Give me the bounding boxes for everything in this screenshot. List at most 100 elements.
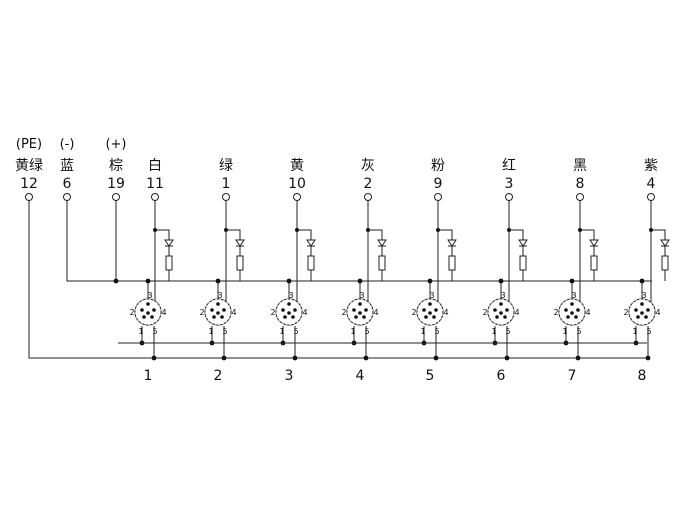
resistor-rect: [448, 255, 456, 271]
connector-pin-label: 5: [152, 327, 157, 336]
led-branch-wire: [297, 229, 312, 240]
terminal-color-label: 黄: [290, 157, 304, 174]
connector-pin-label: 4: [443, 308, 448, 317]
connector-pin-dot: [358, 302, 362, 306]
connector-pin-dot: [283, 315, 287, 319]
connector-pin-dot: [640, 302, 644, 306]
junction-dot: [292, 355, 298, 361]
terminal-circle: [293, 193, 301, 201]
terminal-circle: [222, 193, 230, 201]
connector-pin-label: 1: [491, 327, 496, 336]
connector-pin-label: 5: [364, 327, 369, 336]
resistor-rect: [590, 255, 598, 271]
connector-pin-dot: [293, 308, 297, 312]
connector-pin-dot: [216, 311, 220, 315]
connector-pin-label: 4: [161, 308, 166, 317]
connector-pin-label: 5: [505, 327, 510, 336]
junction-dot: [113, 278, 119, 284]
terminal-circle: [63, 193, 71, 201]
terminal-color-label: 粉: [431, 158, 445, 174]
junction-dot: [221, 355, 227, 361]
resistor-rect: [165, 255, 173, 271]
connector-pin-dot: [358, 311, 362, 315]
connector-pin-dot: [362, 315, 366, 319]
connector-pin-label: 3: [641, 291, 646, 300]
connector-pin-dot: [646, 308, 650, 312]
connector-pin-label: 1: [138, 327, 143, 336]
terminal-number-label: 10: [288, 176, 306, 192]
connector-pin-label: 1: [208, 327, 213, 336]
connector-pin-label: 5: [576, 327, 581, 336]
connector-pin-label: 3: [217, 291, 222, 300]
connector-pin-dot: [566, 315, 570, 319]
junction-dot: [504, 355, 510, 361]
led-branch-wire: [155, 229, 170, 240]
terminal-number-label: 8: [576, 176, 585, 192]
terminal-color-label: 红: [502, 158, 516, 174]
junction-dot: [427, 278, 433, 284]
terminal-circle: [151, 193, 159, 201]
connector-pin-dot: [576, 308, 580, 312]
port-number-label: 6: [497, 368, 506, 384]
terminal-number-label: 11: [146, 176, 164, 192]
terminal-number-label: 4: [647, 176, 656, 192]
terminal-color-label: 棕: [109, 158, 123, 174]
port-number-label: 1: [144, 368, 153, 384]
port-number-label: 8: [638, 368, 647, 384]
connector-pin-dot: [364, 308, 368, 312]
connector-pin-label: 1: [562, 327, 567, 336]
port-number-label: 4: [356, 368, 365, 384]
terminal-color-label: 紫: [644, 158, 658, 174]
terminal-color-label: 绿: [219, 158, 233, 174]
led-branch-wire: [580, 229, 595, 240]
junction-dot: [357, 278, 363, 284]
connector-pin-label: 2: [199, 308, 204, 317]
led-triangle: [235, 239, 245, 247]
terminal-circle: [25, 193, 33, 201]
resistor-rect: [236, 255, 244, 271]
pe-wire: [28, 200, 647, 359]
led-branch-wire: [368, 229, 383, 240]
connector-pin-dot: [140, 308, 144, 312]
connector-pin-dot: [428, 311, 432, 315]
connector-pin-label: 1: [350, 327, 355, 336]
terminal-circle: [434, 193, 442, 201]
terminal-color-label: 黄绿: [15, 157, 43, 174]
connector-pin-label: 1: [632, 327, 637, 336]
junction-dot: [151, 355, 157, 361]
connector-pin-dot: [210, 308, 214, 312]
junction-dot: [145, 278, 151, 284]
connector-pin-dot: [424, 315, 428, 319]
connector-pin-label: 3: [147, 291, 152, 300]
led-triangle: [306, 239, 316, 247]
connector-pin-label: 4: [585, 308, 590, 317]
connector-pin-label: 3: [500, 291, 505, 300]
terminal-pin-label: (-): [60, 137, 75, 152]
connector-pin-dot: [434, 308, 438, 312]
connector-pin-dot: [146, 302, 150, 306]
terminal-number-label: 6: [63, 176, 72, 192]
connector-pin-dot: [222, 308, 226, 312]
junction-dot: [433, 355, 439, 361]
connector-pin-dot: [499, 302, 503, 306]
port-number-label: 3: [285, 368, 294, 384]
junction-dot: [639, 278, 645, 284]
resistor-rect: [307, 255, 315, 271]
connector-pin-label: 2: [129, 308, 134, 317]
connector-pin-dot: [574, 315, 578, 319]
connector-pin-dot: [503, 315, 507, 319]
negative-bus-wire: [66, 200, 652, 282]
connector-pin-label: 5: [434, 327, 439, 336]
led-triangle: [518, 239, 528, 247]
connector-pin-dot: [220, 315, 224, 319]
connector-pin-label: 4: [231, 308, 236, 317]
terminal-color-label: 蓝: [60, 158, 74, 174]
junction-dot: [215, 278, 221, 284]
terminal-number-label: 9: [434, 176, 443, 192]
connector-group: 1234511234521234531234541234551234561234…: [129, 239, 670, 384]
terminal-pin-label: (PE): [16, 137, 42, 152]
connector-pin-label: 2: [482, 308, 487, 317]
